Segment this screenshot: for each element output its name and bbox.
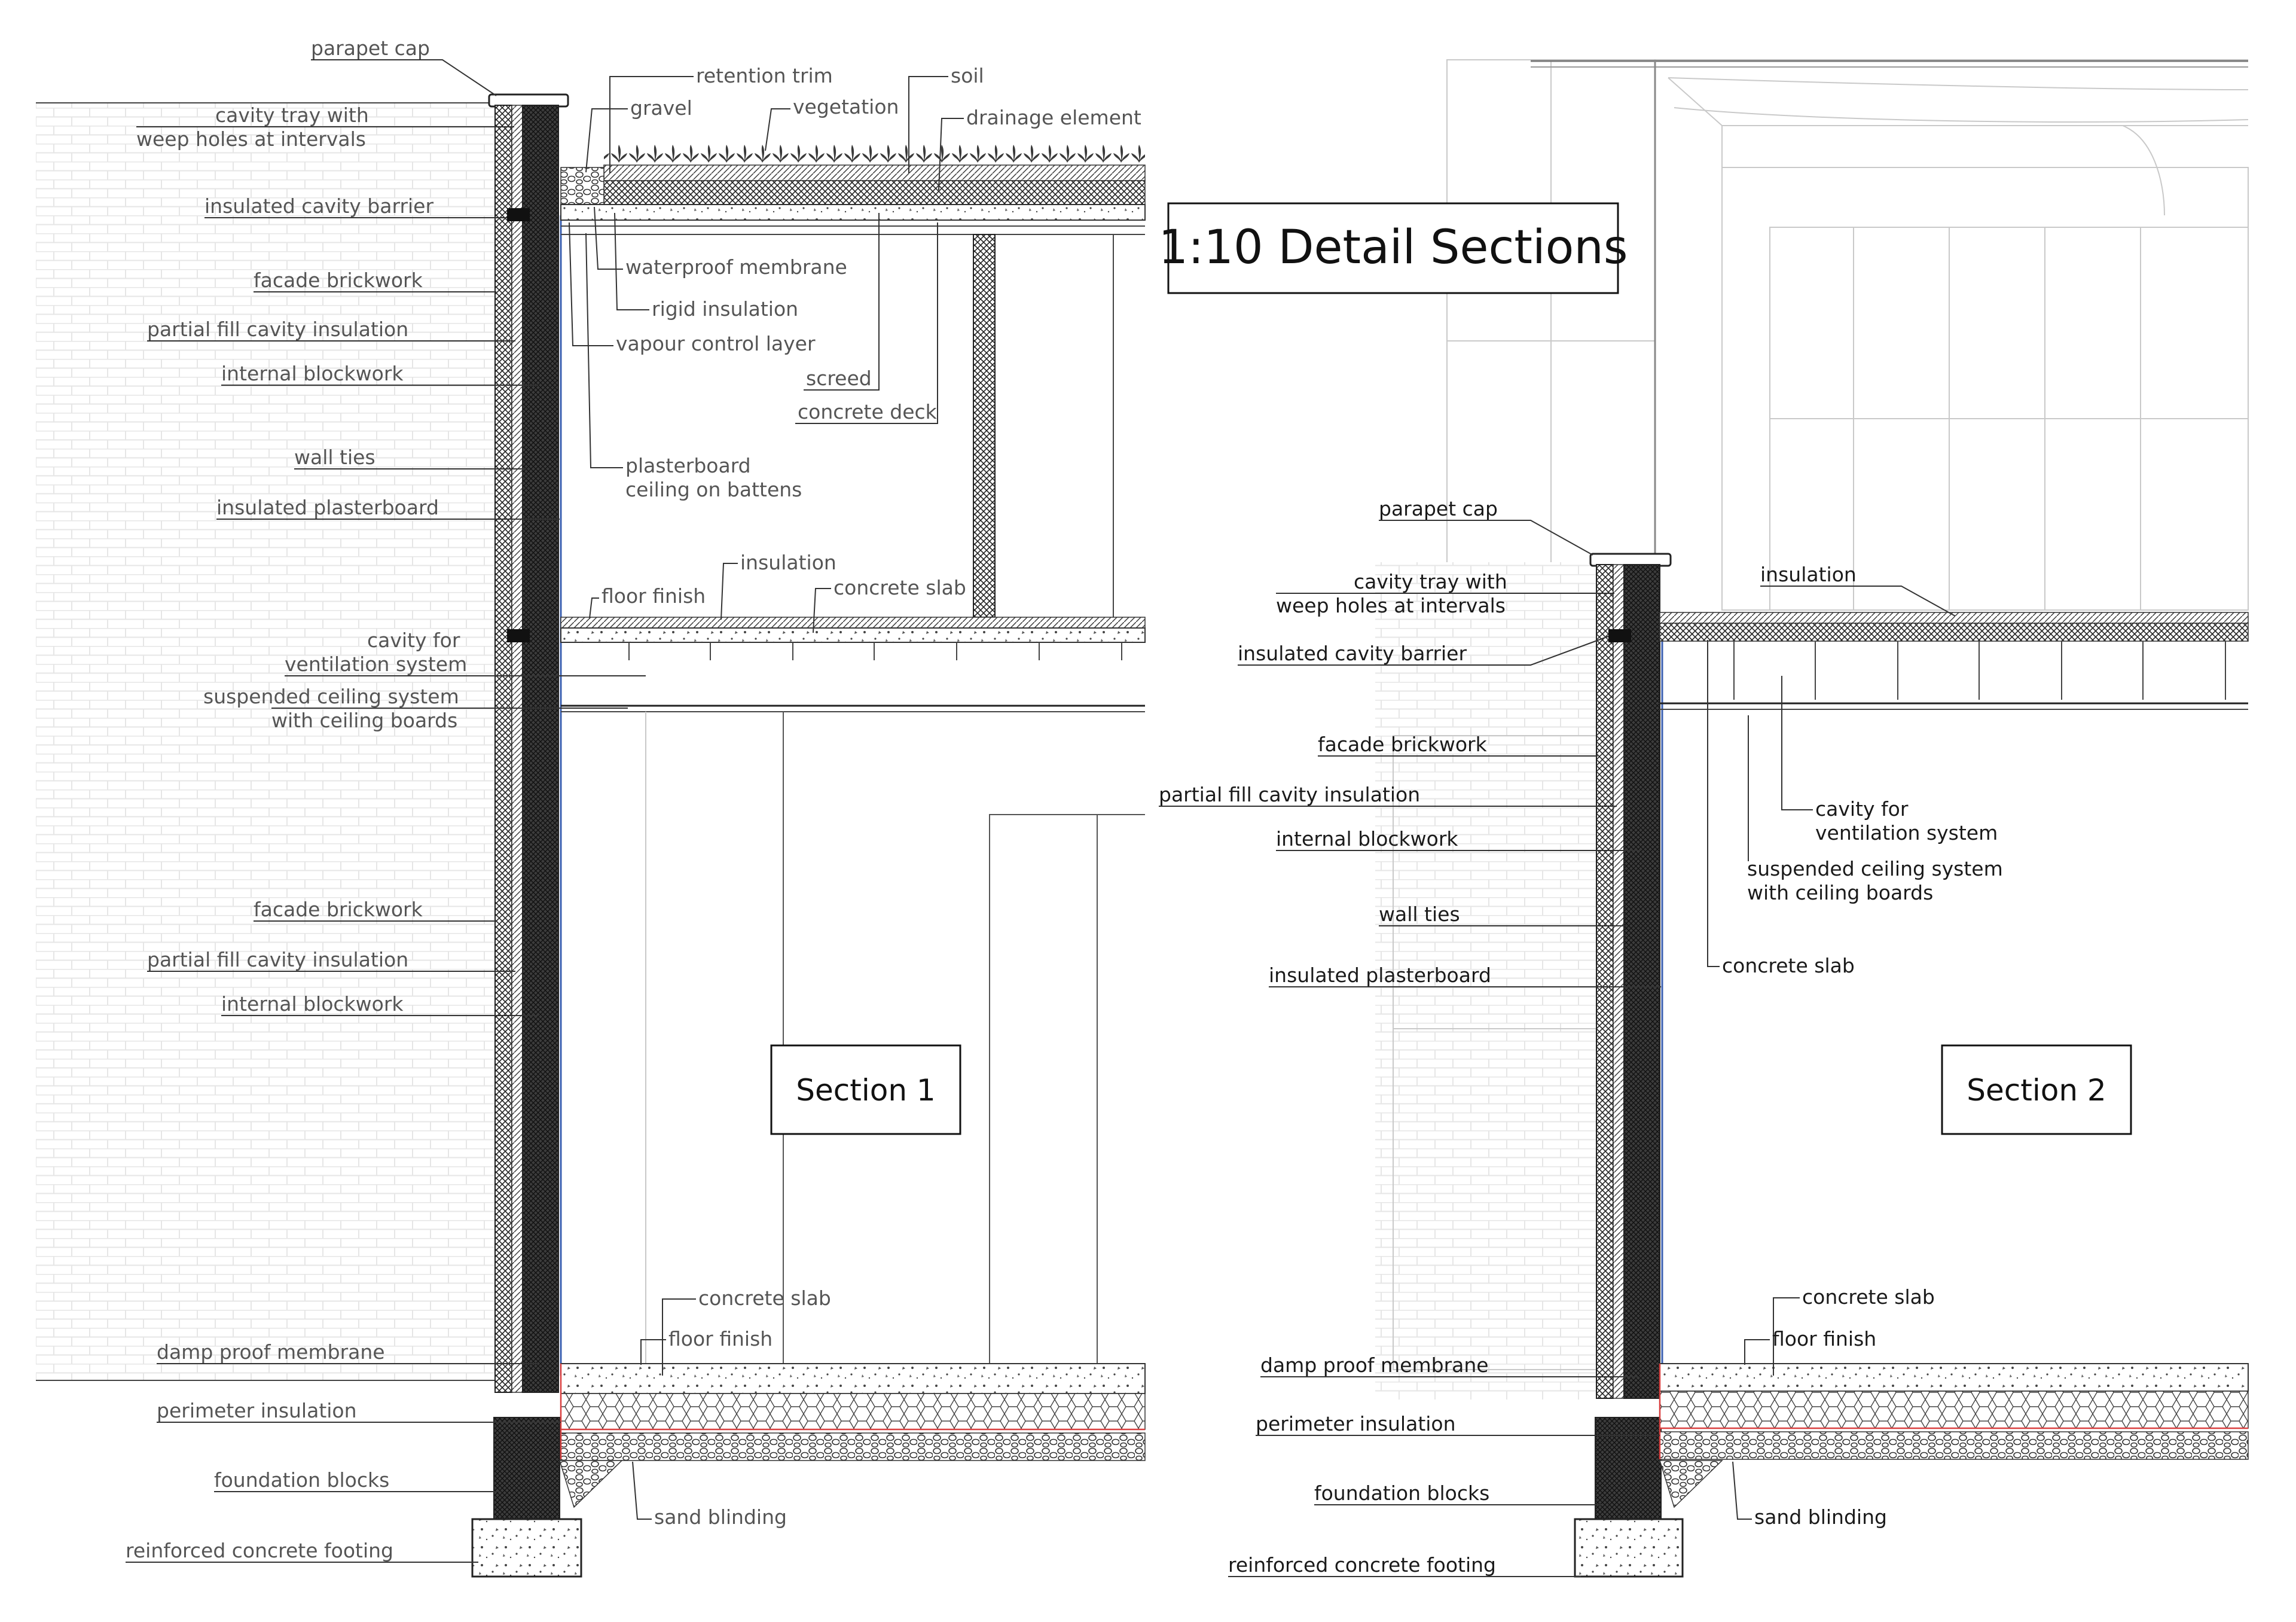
page-title: 1:10 Detail Sections [1159, 221, 1628, 275]
label-gravel: gravel [630, 96, 692, 120]
label-rigid-insulation: rigid insulation [652, 297, 798, 321]
s2-label-suspended-ceiling-1: suspended ceiling system [1747, 857, 2003, 880]
section-2-label: Section 2 [1967, 1073, 2106, 1108]
s2-label-cavity-tray-1: cavity tray with [1354, 570, 1507, 593]
label-floor-finish-ground: floor finish [668, 1327, 773, 1350]
label-internal-blockwork-lower: internal blockwork [221, 992, 404, 1016]
label-reinforced-concrete-footing: reinforced concrete footing [126, 1539, 393, 1562]
s2-label-partial-fill-cavity-insulation: partial fill cavity insulation [1159, 783, 1420, 806]
label-concrete-slab-ground: concrete slab [698, 1286, 831, 1310]
section-1-left-callouts: parapet cap cavity tray with weep holes … [126, 36, 646, 1563]
s2-label-concrete-slab: concrete slab [1722, 954, 1855, 977]
s2-label-foundation-blocks: foundation blocks [1314, 1481, 1489, 1505]
label-insulated-cavity-barrier: insulated cavity barrier [204, 194, 433, 218]
s2-label-insulated-cavity-barrier: insulated cavity barrier [1238, 642, 1467, 665]
label-cavity-for-1: cavity for [367, 629, 460, 652]
label-vegetation: vegetation [793, 95, 899, 118]
label-drainage-element: drainage element [966, 106, 1141, 129]
label-damp-proof-membrane: damp proof membrane [157, 1340, 385, 1364]
section-1-box: Section 1 [770, 1044, 961, 1135]
title-box: 1:10 Detail Sections [1159, 202, 1628, 294]
s2-label-cavity-for-2: ventilation system [1815, 821, 1998, 844]
label-insulated-plasterboard: insulated plasterboard [216, 496, 439, 519]
label-retention-trim: retention trim [696, 64, 833, 87]
s2-label-concrete-slab-ground: concrete slab [1802, 1285, 1935, 1309]
section-2-drawing [1375, 59, 2249, 1578]
label-concrete-slab-upper: concrete slab [833, 576, 966, 599]
label-cavity-for-2: ventilation system [285, 653, 467, 676]
label-partial-fill-lower: partial fill cavity insulation [147, 948, 408, 971]
s2-label-insulated-plasterboard: insulated plasterboard [1269, 964, 1491, 987]
s2-label-facade-brickwork: facade brickwork [1318, 733, 1488, 756]
s2-label-cavity-for-1: cavity for [1815, 797, 1909, 821]
label-cavity-tray-1: cavity tray with [215, 103, 369, 127]
s2-label-wall-ties: wall ties [1379, 903, 1460, 926]
label-facade-brickwork-lower: facade brickwork [254, 898, 423, 921]
s2-label-damp-proof-membrane: damp proof membrane [1260, 1353, 1489, 1377]
label-suspended-ceiling-1: suspended ceiling system [203, 685, 459, 708]
section-1-right-callouts: retention trim gravel vegetation soil dr… [569, 64, 1141, 1529]
label-wall-ties: wall ties [294, 446, 375, 469]
s2-label-insulation: insulation [1760, 563, 1857, 586]
label-concrete-deck: concrete deck [798, 400, 938, 423]
s2-label-internal-blockwork: internal blockwork [1276, 827, 1458, 850]
label-plasterboard-2: ceiling on battens [625, 478, 802, 501]
label-waterproof-membrane: waterproof membrane [625, 255, 847, 279]
section-1-label: Section 1 [796, 1073, 935, 1108]
label-screed: screed [806, 367, 872, 390]
label-plasterboard-1: plasterboard [625, 454, 751, 477]
label-cavity-tray-2: weep holes at intervals [136, 127, 366, 151]
label-floor-finish-upper: floor finish [602, 584, 706, 608]
s2-label-floor-finish: floor finish [1772, 1327, 1876, 1350]
label-facade-brickwork: facade brickwork [254, 269, 423, 292]
section-1-drawing [36, 93, 1146, 1578]
s2-label-reinforced-concrete-footing: reinforced concrete footing [1228, 1553, 1496, 1577]
label-parapet-cap: parapet cap [311, 36, 430, 60]
s2-label-perimeter-insulation: perimeter insulation [1256, 1412, 1456, 1435]
label-insulation: insulation [740, 551, 836, 574]
label-partial-fill-cavity-insulation: partial fill cavity insulation [147, 318, 408, 341]
s2-label-sand-blinding: sand blinding [1754, 1505, 1887, 1529]
label-suspended-ceiling-2: with ceiling boards [271, 709, 457, 732]
label-vapour-control-layer: vapour control layer [616, 332, 816, 355]
s2-label-suspended-ceiling-2: with ceiling boards [1747, 881, 1933, 904]
s2-label-cavity-tray-2: weep holes at intervals [1276, 594, 1506, 617]
label-perimeter-insulation: perimeter insulation [157, 1399, 357, 1422]
section-2-callouts: parapet cap cavity tray with weep holes … [1159, 497, 2003, 1577]
section-2-box: Section 2 [1941, 1044, 2132, 1135]
label-sand-blinding: sand blinding [654, 1505, 787, 1529]
label-internal-blockwork: internal blockwork [221, 362, 404, 385]
s2-label-parapet-cap: parapet cap [1379, 497, 1498, 520]
label-soil: soil [951, 64, 984, 87]
label-foundation-blocks: foundation blocks [214, 1468, 389, 1492]
